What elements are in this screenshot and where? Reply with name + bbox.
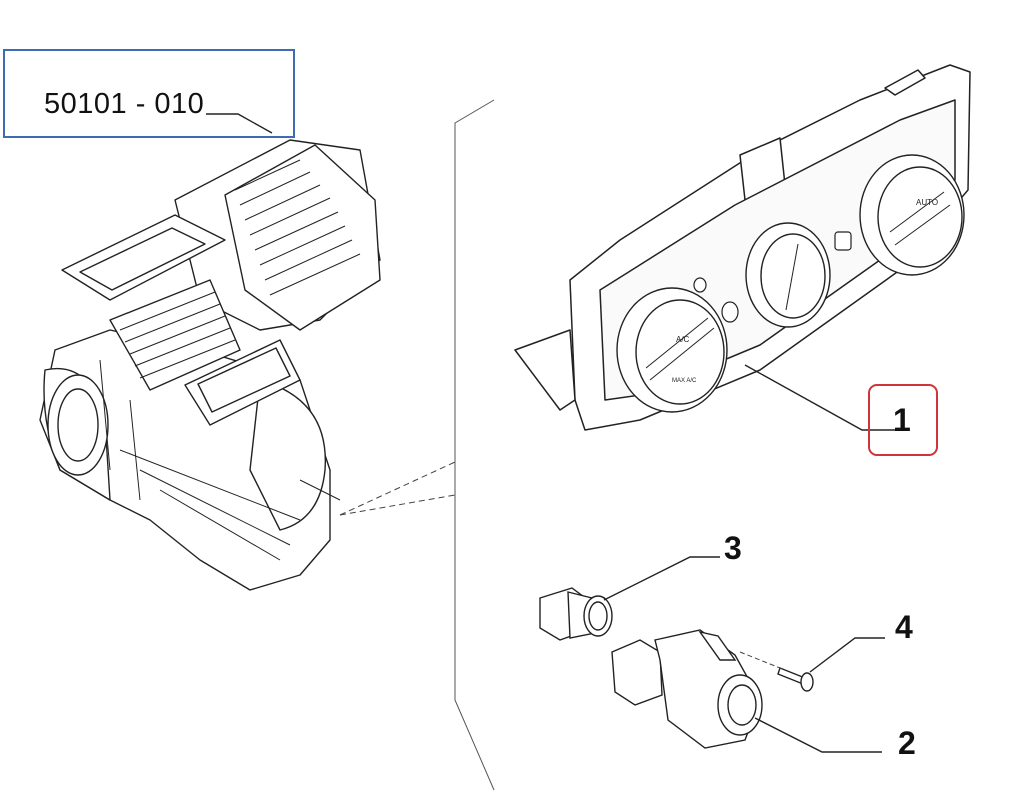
callout-1-leader bbox=[744, 364, 900, 431]
callout-2-leader bbox=[754, 717, 882, 753]
highlight-box-callout-1 bbox=[868, 384, 938, 456]
dashed-leader bbox=[339, 494, 456, 516]
knob-left bbox=[616, 287, 728, 413]
callout-2: 2 bbox=[898, 725, 916, 761]
callout-4: 4 bbox=[895, 609, 913, 645]
knob-center bbox=[745, 222, 831, 328]
hvac-detail-lines bbox=[99, 159, 361, 561]
panel-small-buttons bbox=[693, 231, 852, 323]
sensor-3 bbox=[539, 587, 613, 641]
section-divider bbox=[454, 99, 495, 791]
callout-3: 3 bbox=[724, 530, 742, 566]
group-code-leader bbox=[206, 113, 273, 134]
group-code-label: 50101 - 010 bbox=[44, 88, 205, 120]
knob-auto-label: AUTO bbox=[916, 198, 938, 207]
knob-ac-label: A/C bbox=[676, 335, 690, 344]
hvac-unit bbox=[39, 139, 381, 591]
knob-max-ac-label: MAX A/C bbox=[672, 378, 697, 384]
callout-1: 1 bbox=[893, 402, 911, 438]
knob-right bbox=[859, 154, 965, 276]
callout-4-leader bbox=[809, 637, 885, 673]
screw-4 bbox=[777, 667, 814, 692]
dashed-leader-2 bbox=[339, 461, 456, 516]
sensor-2 bbox=[611, 629, 763, 749]
group-code-box bbox=[3, 49, 295, 138]
callout-3-leader bbox=[603, 556, 720, 601]
screw-axis bbox=[739, 651, 786, 671]
